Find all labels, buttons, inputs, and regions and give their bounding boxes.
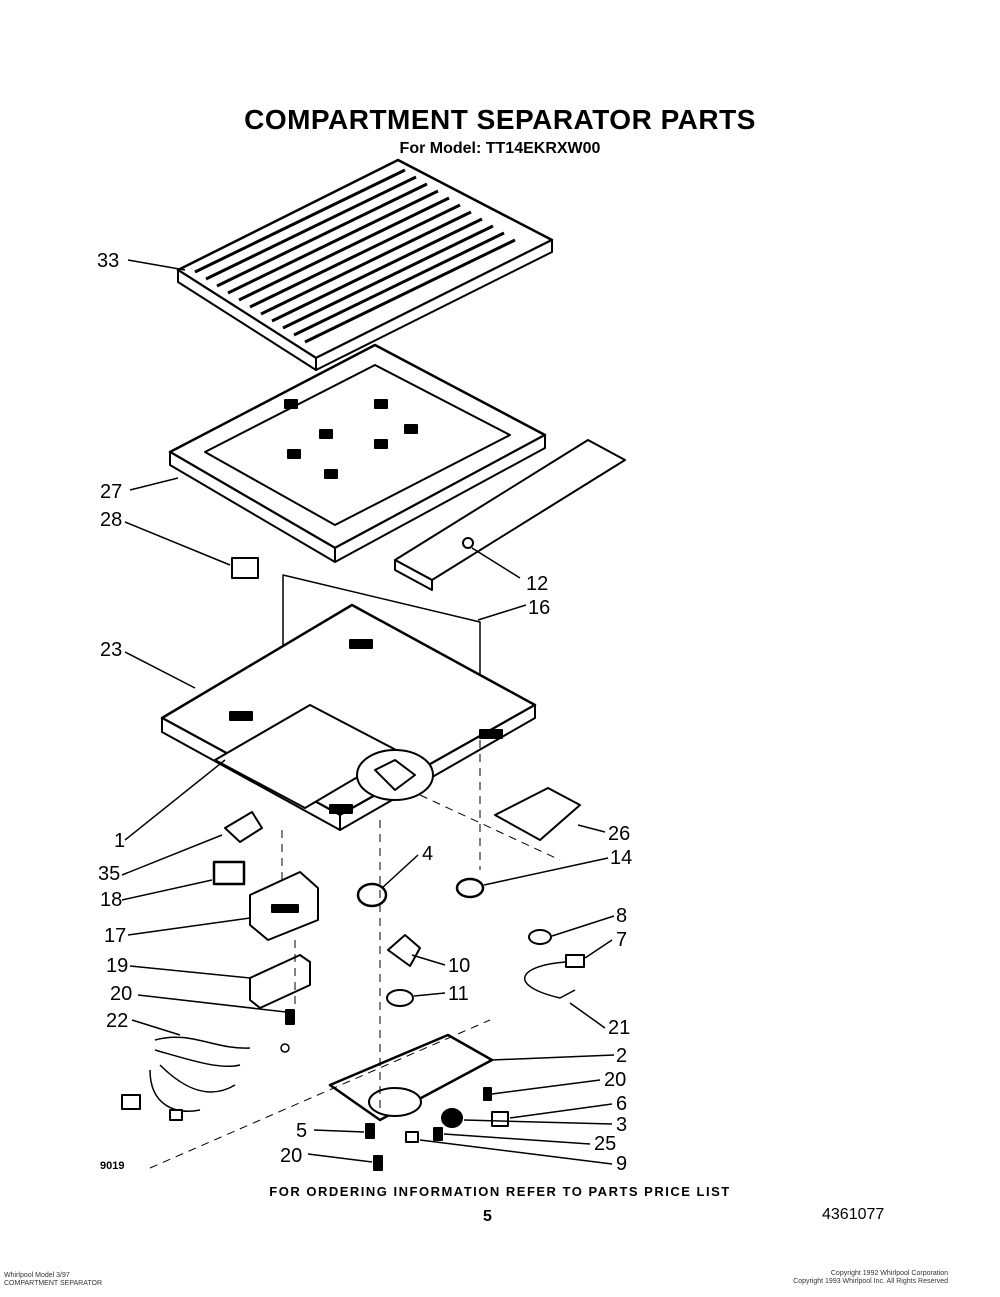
copyright-note: Copyright 1992 Whirlpool Corporation Cop… [793,1270,948,1286]
figure-code: 9019 [100,1160,125,1172]
copyright-line-1: Copyright 1992 Whirlpool Corporation [830,1270,948,1277]
callout-21: 21 [608,1017,630,1039]
ordering-note: FOR ORDERING INFORMATION REFER TO PARTS … [269,1184,731,1199]
part-20-screw [373,1155,383,1171]
callout-20-right: 20 [604,1069,626,1091]
callout-20-bottom: 20 [280,1145,302,1167]
part-19-bracket [249,954,311,1009]
callout-11: 11 [448,983,469,1005]
alignment-lines [149,740,561,1169]
callout-12: 12 [526,573,548,595]
part-3-component [441,1108,463,1128]
callout-25: 25 [594,1133,616,1155]
part-28-block [231,557,259,579]
callout-3: 3 [616,1114,627,1136]
callout-2: 2 [616,1045,627,1067]
part-12-channel [394,439,626,591]
part-2-bottom-cover [328,1033,494,1122]
callout-7: 7 [616,929,627,951]
page-number: 5 [483,1208,492,1225]
part-6-component [491,1111,509,1127]
callout-33: 33 [97,250,119,272]
callout-5: 5 [296,1120,307,1142]
callout-9: 9 [616,1153,627,1175]
part-23-separator-shell [160,603,537,831]
part-8-lamp [528,929,552,945]
bottom-left-note: Whirlpool Model 3/97 COMPARTMENT SEPARAT… [4,1272,102,1288]
part-4-grommet [356,882,388,908]
callout-4: 4 [422,843,433,865]
part-9-spacer [405,1131,419,1143]
callout-22: 22 [106,1010,128,1032]
callout-27: 27 [100,481,122,503]
copyright-line-2: Copyright 1993 Whirlpool Inc. All Rights… [793,1278,948,1285]
leader-lines [121,259,615,1165]
callout-10: 10 [448,955,470,977]
callout-28: 28 [100,509,122,531]
callout-1: 1 [114,830,125,852]
part-20-screw [285,1009,295,1025]
callout-26: 26 [608,823,630,845]
page-title: COMPARTMENT SEPARATOR PARTS [244,104,756,135]
callout-14: 14 [610,847,632,869]
callout-16: 16 [528,597,550,619]
callout-8: 8 [616,905,627,927]
bottom-left-line-2: COMPARTMENT SEPARATOR [4,1280,103,1287]
callout-35: 35 [98,863,120,885]
part-25-screw [433,1127,443,1141]
part-22-wire-harness [121,1036,290,1121]
part-33-top-cover [176,158,554,371]
callout-labels: 33 27 28 12 16 23 1 26 35 4 14 18 8 17 7… [97,250,632,1175]
part-14-bumper [455,877,485,899]
model-subtitle: For Model: TT14EKRXW00 [399,140,601,157]
part-5-screw [365,1123,375,1139]
part-11-gasket [386,989,414,1007]
part-18-knob [212,860,246,886]
document-number: 4361077 [822,1206,885,1223]
part-20-screw [483,1087,492,1101]
callout-18: 18 [100,889,122,911]
callout-23: 23 [100,639,122,661]
part-17-control-housing [249,871,319,941]
part-26-insulation [494,787,581,841]
part-10-damper [387,934,421,967]
callout-6: 6 [616,1093,627,1115]
bottom-left-line-1: Whirlpool Model 3/97 [4,1272,70,1279]
part-7-socket [524,954,585,999]
part-27-frame [168,343,547,563]
part-35-clip [224,811,263,843]
callout-17: 17 [104,925,126,947]
callout-20-left: 20 [110,983,132,1005]
callout-19: 19 [106,955,128,977]
